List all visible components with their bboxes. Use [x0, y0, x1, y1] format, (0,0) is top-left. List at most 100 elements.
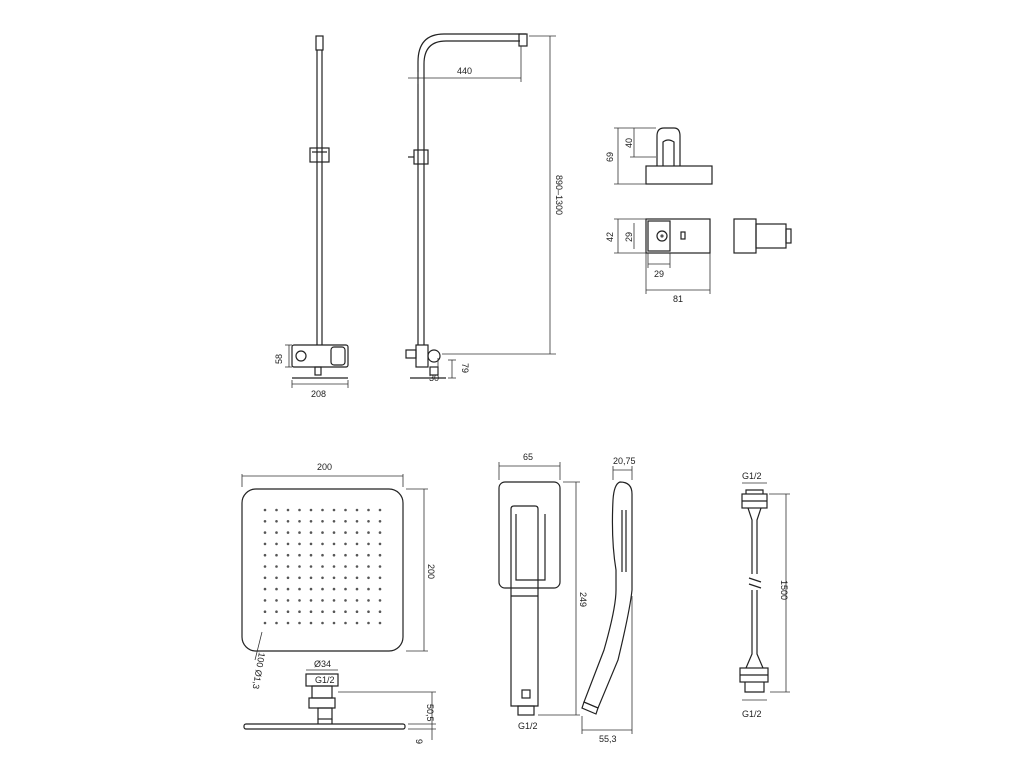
nozzle-hole	[355, 587, 359, 591]
nozzle-hole	[298, 587, 301, 591]
nozzle-hole	[275, 531, 278, 534]
column-side-dimensions: 440 890–1300 30 79	[408, 35, 564, 383]
nozzle-hole	[286, 610, 290, 613]
dim-hand-depth-bottom: 55,3	[599, 734, 617, 744]
dim-holder-inner: 29	[624, 232, 634, 242]
shower-hose	[739, 489, 769, 693]
nozzle-hole	[355, 542, 359, 546]
nozzle-hole	[367, 576, 370, 580]
nozzle-hole	[321, 520, 324, 523]
hand-shower-front-dimensions: 65 G1/2 249	[498, 452, 588, 731]
dim-head-height: 200	[426, 564, 436, 579]
nozzle-hole	[332, 520, 336, 523]
shower-head-front	[241, 488, 404, 652]
nozzle-hole	[263, 610, 267, 613]
nozzle-hole	[344, 508, 347, 512]
dim-head-width: 200	[317, 462, 332, 472]
holder-top-view	[645, 218, 711, 254]
nozzle-hole	[298, 508, 301, 512]
nozzle-hole	[309, 576, 313, 580]
nozzle-hole	[309, 531, 313, 534]
nozzle-hole	[378, 553, 382, 557]
nozzle-hole	[367, 565, 370, 568]
dim-connector-thread: G1/2	[315, 675, 335, 685]
dim-mixer-height: 58	[274, 354, 284, 364]
nozzle-hole	[275, 599, 278, 602]
nozzle-hole	[298, 520, 301, 523]
nozzle-hole	[332, 531, 336, 534]
holder-end-view	[733, 218, 792, 254]
nozzle-hole	[298, 599, 301, 602]
hand-shower-side	[581, 481, 633, 715]
nozzle-hole	[344, 621, 347, 625]
nozzle-hole	[275, 610, 278, 613]
nozzle-hole	[321, 565, 324, 568]
nozzle-hole	[275, 520, 278, 523]
nozzle-hole	[263, 531, 267, 534]
nozzle-hole	[298, 553, 301, 557]
nozzle-hole	[332, 576, 336, 580]
nozzle-hole	[367, 621, 370, 625]
nozzle-hole	[332, 621, 336, 625]
nozzle-hole	[263, 542, 267, 546]
dim-holder-hole: 29	[654, 269, 664, 279]
dim-hose-thread-top: G1/2	[742, 471, 762, 481]
hose-dimensions: G1/2 1500 G1/2	[742, 471, 790, 719]
nozzle-hole	[263, 553, 267, 557]
nozzle-hole	[263, 621, 267, 625]
nozzle-hole	[344, 531, 347, 534]
nozzle-hole	[367, 599, 370, 602]
dim-connector-height: 50,5	[425, 704, 435, 722]
nozzle-hole	[309, 553, 313, 557]
nozzle-hole	[321, 508, 324, 512]
nozzle-hole	[378, 520, 382, 523]
column-side-view	[405, 33, 528, 379]
nozzle-hole	[321, 553, 324, 557]
nozzle-hole	[378, 531, 382, 534]
nozzle-hole	[298, 542, 301, 546]
nozzle-hole	[332, 587, 336, 591]
dim-holder-width: 81	[673, 294, 683, 304]
dim-hose-length: 1500	[779, 580, 789, 600]
nozzle-hole	[275, 576, 278, 580]
dim-height-range: 890–1300	[554, 175, 564, 215]
nozzle-hole	[355, 531, 359, 534]
hand-shower-front	[498, 481, 561, 716]
nozzle-hole	[286, 587, 290, 591]
nozzle-hole	[286, 531, 290, 534]
nozzle-hole	[355, 599, 359, 602]
nozzle-hole	[263, 520, 267, 523]
nozzle-hole	[298, 531, 301, 534]
nozzle-hole	[344, 576, 347, 580]
nozzle-hole	[275, 621, 278, 625]
nozzle-hole	[344, 520, 347, 523]
nozzle-hole	[298, 621, 301, 625]
dim-mixer-width: 208	[311, 389, 326, 399]
nozzle-hole	[378, 576, 382, 580]
nozzle-hole	[378, 599, 382, 602]
holder-top-dimensions: 42 29 29 81	[605, 218, 711, 304]
dim-connector-diameter: Ø34	[314, 659, 331, 669]
nozzle-hole	[378, 621, 382, 625]
nozzle-hole	[367, 542, 370, 546]
nozzle-hole	[355, 610, 359, 613]
holder-side-dimensions: 69 40	[605, 127, 656, 185]
nozzle-hole	[321, 587, 324, 591]
dim-holder-hook: 40	[624, 138, 634, 148]
nozzle-hole	[275, 565, 278, 568]
nozzle-hole	[286, 508, 290, 512]
nozzle-hole	[344, 542, 347, 546]
dim-hand-depth-top: 20,75	[613, 456, 636, 466]
dim-outlet-offset: 30	[429, 373, 439, 383]
nozzle-hole	[367, 587, 370, 591]
dim-holder-height: 69	[605, 152, 615, 162]
nozzle-hole	[286, 520, 290, 523]
nozzle-hole	[367, 610, 370, 613]
nozzle-hole	[309, 542, 313, 546]
nozzle-hole	[286, 599, 290, 602]
nozzle-hole	[309, 565, 313, 568]
nozzle-hole	[286, 542, 290, 546]
nozzle-hole	[286, 621, 290, 625]
shower-head-dimensions: 200 200 100 Ø1,3	[241, 462, 436, 690]
nozzle-hole	[367, 531, 370, 534]
